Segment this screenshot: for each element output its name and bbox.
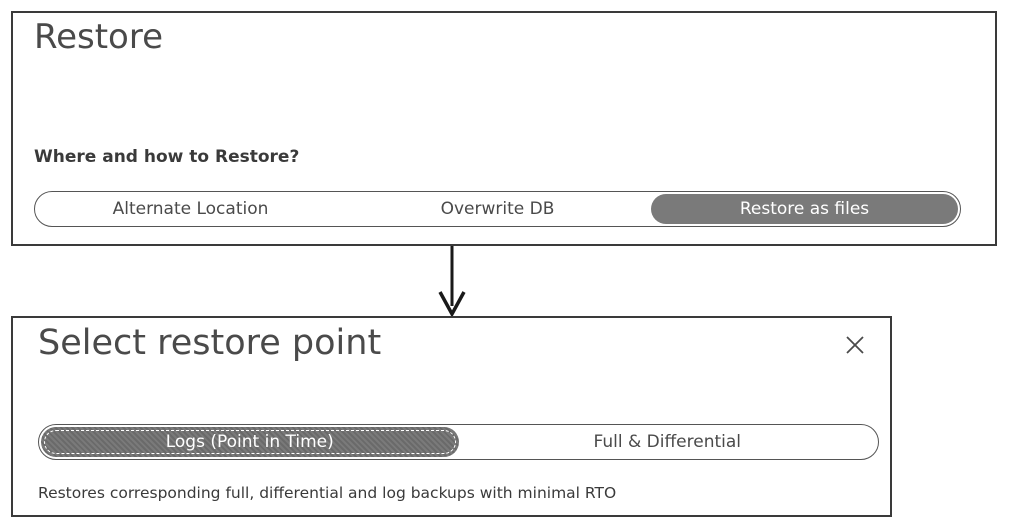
select-restore-point-title: Select restore point xyxy=(38,323,382,363)
restore-point-description: Restores corresponding full, differentia… xyxy=(38,484,617,502)
select-restore-point-panel: Select restore point Logs (Point in Time… xyxy=(11,316,892,517)
restore-type-selector: Alternate Location Overwrite DB Restore … xyxy=(34,191,961,227)
restore-location-label: Where and how to Restore? xyxy=(34,147,300,167)
full-differential-option[interactable]: Full & Differential xyxy=(593,432,742,452)
overwrite-db-option[interactable]: Overwrite DB xyxy=(440,199,555,219)
restore-as-files-option[interactable]: Restore as files xyxy=(651,194,958,224)
close-icon xyxy=(846,336,864,354)
logs-point-in-time-option[interactable]: Logs (Point in Time) xyxy=(41,427,459,457)
alternate-location-option[interactable]: Alternate Location xyxy=(112,199,269,219)
down-arrow-icon xyxy=(438,246,466,318)
close-button[interactable] xyxy=(842,332,868,358)
restore-panel: Restore Where and how to Restore? Altern… xyxy=(11,11,997,246)
restore-title: Restore xyxy=(34,17,164,57)
restore-point-type-selector: Logs (Point in Time) Full & Differential xyxy=(38,424,879,460)
